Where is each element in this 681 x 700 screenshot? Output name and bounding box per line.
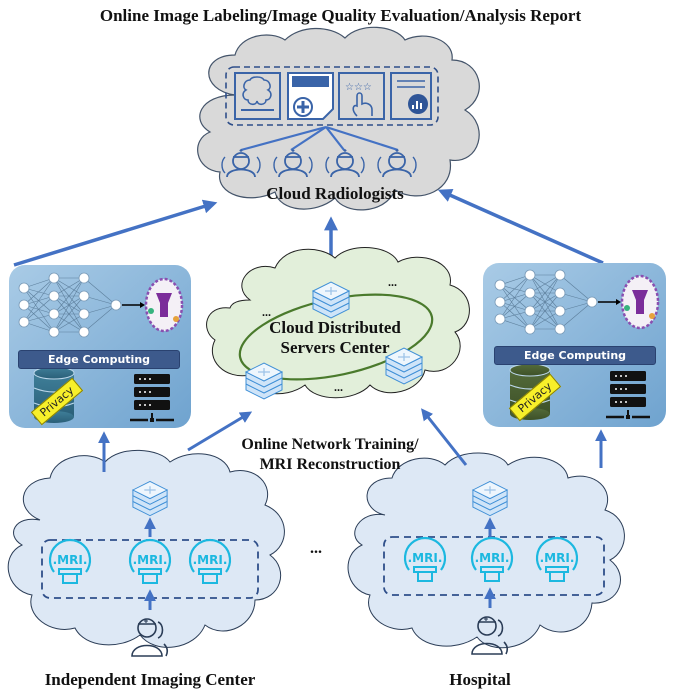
server-node-left (244, 362, 284, 400)
neuron-node (18, 282, 30, 294)
server-node-right (384, 347, 424, 385)
neuron-node (524, 287, 536, 299)
analysis-report-icon (390, 72, 432, 120)
mri-scanner-icon: .MRI. (403, 536, 447, 582)
brain-segmentation-image (620, 274, 660, 330)
cloud-independent-imaging-center (7, 449, 285, 648)
diagram-title: Online Image Labeling/Image Quality Eval… (99, 6, 582, 25)
radiologist-icon (377, 149, 417, 178)
arrow-left-edge-to-cloud (13, 199, 218, 267)
neuron-node (494, 313, 506, 325)
servers-center-label-line2: Servers Center (280, 338, 390, 357)
mri-scanner-icon: .MRI. (128, 538, 172, 584)
neuron-node (48, 308, 60, 320)
rating-touch-icon: ☆☆☆ (338, 72, 385, 120)
mri-label: .MRI. (475, 551, 510, 565)
neuron-node (554, 305, 566, 317)
mri-label: .MRI. (133, 553, 168, 567)
neuron-node (554, 323, 566, 335)
tools-group-box (225, 66, 439, 126)
arrow-left-site-to-servers (187, 411, 253, 452)
neuron-node (524, 323, 536, 335)
brain-scan-icon (234, 72, 281, 120)
mri-label: .MRI. (408, 551, 443, 565)
training-caption-line1: Online Network Training/ (241, 436, 419, 453)
medical-report-icon (287, 72, 334, 120)
training-caption-line2: MRI Reconstruction (259, 456, 401, 473)
mri-scanner-icon: .MRI. (188, 538, 232, 584)
server-rack-icon (606, 371, 650, 419)
independent-imaging-center-label: Independent Imaging Center (44, 670, 256, 689)
neuron-node (78, 290, 90, 302)
mri-scanner-icon: .MRI. (470, 536, 514, 582)
cloud-hospital (347, 452, 625, 649)
training-caption: Online Network Training/ MRI Reconstruct… (225, 435, 435, 475)
server-rack-icon (130, 374, 174, 422)
radiologist-icon (325, 149, 365, 178)
neuron-node (524, 305, 536, 317)
neuron-node (524, 269, 536, 281)
mri-label: .MRI. (53, 553, 88, 567)
operator-icon (131, 618, 169, 657)
brain-segmentation-image (144, 277, 184, 333)
neuron-node (18, 299, 30, 311)
cloud-radiologists-label: Cloud Radiologists (266, 184, 404, 203)
neuron-node (554, 287, 566, 299)
radiologist-icon (273, 149, 313, 178)
neuron-node (18, 316, 30, 328)
neuron-node (48, 326, 60, 338)
neuron-node (48, 290, 60, 302)
svg-text:☆☆☆: ☆☆☆ (345, 82, 372, 93)
arrow-right-edge-to-cloud (437, 189, 604, 265)
mri-scanner-icon: .MRI. (48, 538, 92, 584)
neuron-node (110, 299, 122, 311)
gateway-router-site_right (471, 480, 509, 517)
sites-ellipsis: ... (310, 540, 322, 557)
servers-center-label-line1: Cloud Distributed (269, 318, 401, 337)
mri-label: .MRI. (540, 551, 575, 565)
neuron-node (78, 326, 90, 338)
hospital-label: Hospital (449, 670, 511, 689)
mri-scanner-icon: .MRI. (535, 536, 579, 582)
arrow-hospital-to-servers (421, 408, 468, 466)
neuron-node (78, 272, 90, 284)
neural-network-right (494, 269, 660, 420)
ellipsis-top-left: ... (262, 305, 271, 319)
tool-radiologist-links (240, 125, 399, 152)
operator-icon (471, 616, 509, 655)
neuron-node (494, 279, 506, 291)
neuron-node (494, 296, 506, 308)
radiologist-icon (221, 149, 261, 178)
edge-computing-label-right: Edge Computing (494, 346, 656, 365)
ellipsis-top-right: ... (388, 275, 397, 289)
gateway-router-site_left (131, 480, 169, 517)
neuron-node (48, 272, 60, 284)
neural-network-left (18, 272, 184, 423)
neuron-node (554, 269, 566, 281)
neuron-node (586, 296, 598, 308)
server-node-top (311, 281, 351, 319)
edge-computing-label-left: Edge Computing (18, 350, 180, 369)
neuron-node (78, 308, 90, 320)
servers-center-label: Cloud Distributed Servers Center (240, 318, 430, 358)
ellipsis-bottom: ... (334, 380, 343, 394)
mri-label: .MRI. (193, 553, 228, 567)
